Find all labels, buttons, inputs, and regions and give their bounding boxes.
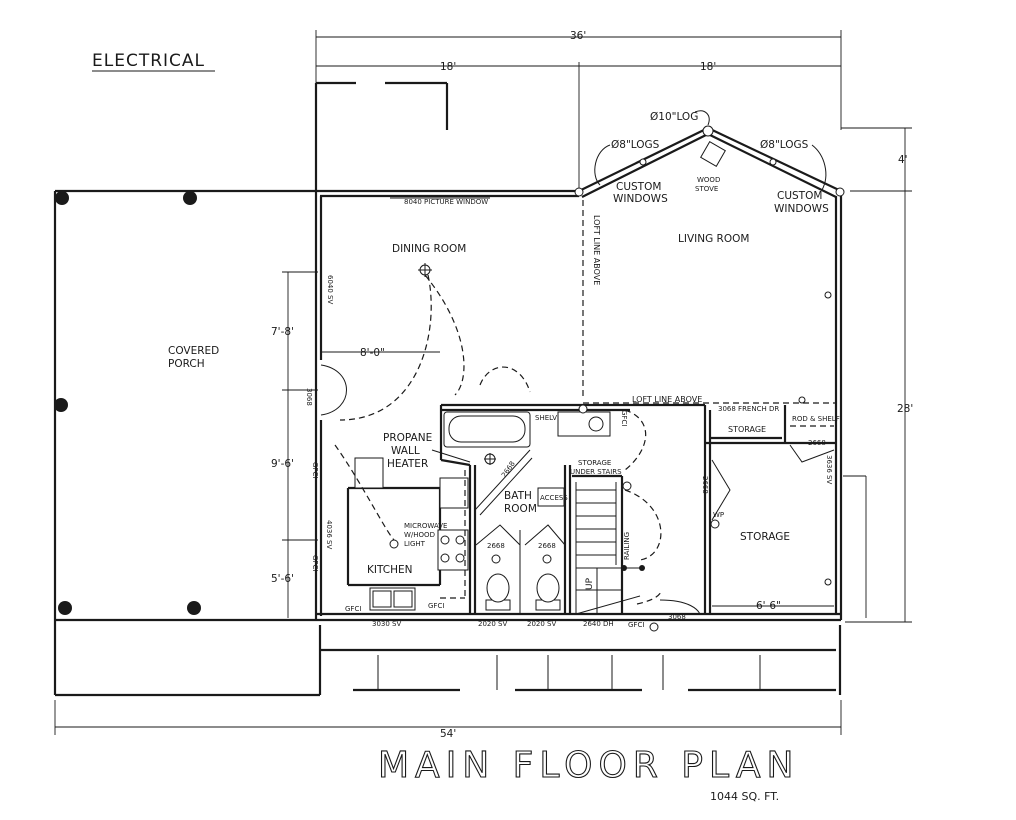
dim-8-0: 8'-0": [360, 347, 385, 359]
main-floor-plan-title: MAIN FLOOR PLAN: [378, 745, 799, 786]
logs-right-label: Ø8"LOGS: [760, 139, 809, 151]
storage-area: 3068 FRENCH DR STORAGE ROD & SHELF 2668 …: [620, 396, 840, 614]
propane-label-1: PROPANE: [383, 432, 432, 444]
custom-windows-right-1: CUSTOM: [777, 190, 822, 202]
propane-label-2: WALL: [391, 445, 420, 457]
room-label-dining: DINING ROOM: [392, 243, 466, 255]
microwave-label-2: W/HOOD: [404, 531, 435, 539]
access-label: ACCESS: [540, 494, 568, 502]
gfci-4: GFCI: [428, 602, 444, 610]
dim-5-6: 5'-6': [271, 573, 294, 585]
bath-block: SHELVES 2668 BATH ROOM ACCESS 2668 2668: [439, 403, 705, 614]
door-3068-bottom-label: 3068: [668, 613, 686, 621]
door-2668-bath-label: 2668: [500, 460, 517, 479]
dim-right-half: 18': [700, 61, 716, 73]
dim-bump: 4': [898, 154, 908, 166]
window-3030-label: 3030 SV: [372, 620, 401, 628]
kitchen: KITCHEN PROPANE WALL HEATER MICROWAVE W/…: [311, 432, 644, 629]
custom-windows-left-1: CUSTOM: [616, 181, 661, 193]
dim-overall: 54': [440, 728, 456, 740]
page-title: ELECTRICAL: [92, 51, 205, 71]
room-label-covered: COVERED: [168, 345, 219, 357]
window-6040-label: 6040 SV: [326, 275, 334, 304]
bottom-deck: 54': [53, 620, 842, 740]
dim-total-width: 36': [570, 30, 586, 42]
log-center-label: Ø10"LOG: [650, 111, 698, 123]
area-label: 1044 SQ. FT.: [710, 790, 779, 803]
gfci-3: GFCI: [345, 605, 361, 613]
stairs: STORAGE UNDER STAIRS UP RAILING: [570, 459, 645, 615]
storage-under-stairs-2: UNDER STAIRS: [570, 468, 622, 476]
gfci-1: GFCI: [311, 462, 319, 478]
top-dimensions: 36' 18' 18': [315, 30, 842, 190]
french-door-label: 3068 FRENCH DR: [718, 405, 779, 413]
custom-windows-left-2: WINDOWS: [613, 193, 668, 205]
bottom-windows: 3030 SV 2020 SV 2020 SV 2640 DH 3068: [372, 409, 701, 632]
right-dimensions: 4' 28': [841, 127, 913, 623]
gfci-2: GFCI: [311, 555, 319, 571]
wood-stove-label-2: STOVE: [695, 185, 718, 193]
door-2668-right-label: 2668: [808, 439, 826, 447]
window-2020-b-label: 2020 SV: [527, 620, 556, 628]
wood-stove: [700, 141, 726, 167]
window-2640-label: 2640 DH: [583, 620, 614, 628]
dim-left-half: 18': [440, 61, 456, 73]
door-3068-left-label: 3068: [305, 388, 313, 406]
window-3636-label: 3636 SV: [825, 455, 833, 484]
microwave-label-1: MICROWAVE: [404, 522, 447, 530]
room-label-storage-main: STORAGE: [740, 531, 790, 543]
dim-9-6: 9'-6': [271, 458, 294, 470]
up-label: UP: [585, 577, 595, 590]
dim-6-6: 6'-6": [756, 600, 781, 612]
exterior-walls: [314, 125, 845, 622]
custom-windows-right-2: WINDOWS: [774, 203, 829, 215]
microwave-label-3: LIGHT: [404, 540, 426, 548]
wp-label: WP: [713, 511, 724, 519]
covered-porch: COVERED PORCH: [53, 189, 316, 622]
loft-line-vertical-label: LOFT LINE ABOVE: [592, 215, 601, 285]
room-label-bath-2: ROOM: [504, 503, 537, 515]
picture-window-label: 8040 PICTURE WINDOW: [404, 198, 488, 206]
room-label-bath-1: BATH: [504, 490, 532, 502]
rod-shelf-label: ROD & SHELF: [792, 415, 840, 423]
gfci-5: GFCI: [628, 621, 644, 629]
dim-depth: 28': [897, 403, 913, 415]
left-dimensions: 7'-8' 9'-6' 5'-6': [271, 271, 318, 618]
room-label-porch: PORCH: [168, 358, 205, 370]
wood-stove-label-1: WOOD: [697, 176, 720, 184]
door-2668-a-label: 2668: [487, 542, 505, 550]
storage-under-stairs-1: STORAGE: [578, 459, 611, 467]
room-label-storage-small: STORAGE: [728, 425, 766, 434]
logs-left-label: Ø8"LOGS: [611, 139, 660, 151]
gfci-6: GFCI: [620, 410, 628, 426]
propane-label-3: HEATER: [387, 458, 428, 470]
door-2668-storage-label: 2668: [701, 476, 709, 494]
shelves-label: SHELVES: [535, 414, 566, 422]
door-2668-b-label: 2668: [538, 542, 556, 550]
room-label-living: LIVING ROOM: [678, 233, 749, 245]
loft-lines: LOFT LINE ABOVE LOFT LINE ABOVE: [582, 200, 836, 404]
window-4036-label: 4036 SV: [325, 520, 333, 549]
living-room: LIVING ROOM CUSTOM WINDOWS CUSTOM WINDOW…: [594, 110, 832, 299]
room-label-kitchen: KITCHEN: [367, 564, 413, 576]
dining-room: DINING ROOM 8040 PICTURE WINDOW 6040 SV …: [305, 197, 531, 421]
loft-line-horizontal-label: LOFT LINE ABOVE: [632, 395, 702, 404]
railing-label: RAILING: [623, 532, 631, 560]
window-2020-a-label: 2020 SV: [478, 620, 507, 628]
loft-outline: [314, 81, 449, 190]
dim-7-8: 7'-8': [271, 326, 294, 338]
